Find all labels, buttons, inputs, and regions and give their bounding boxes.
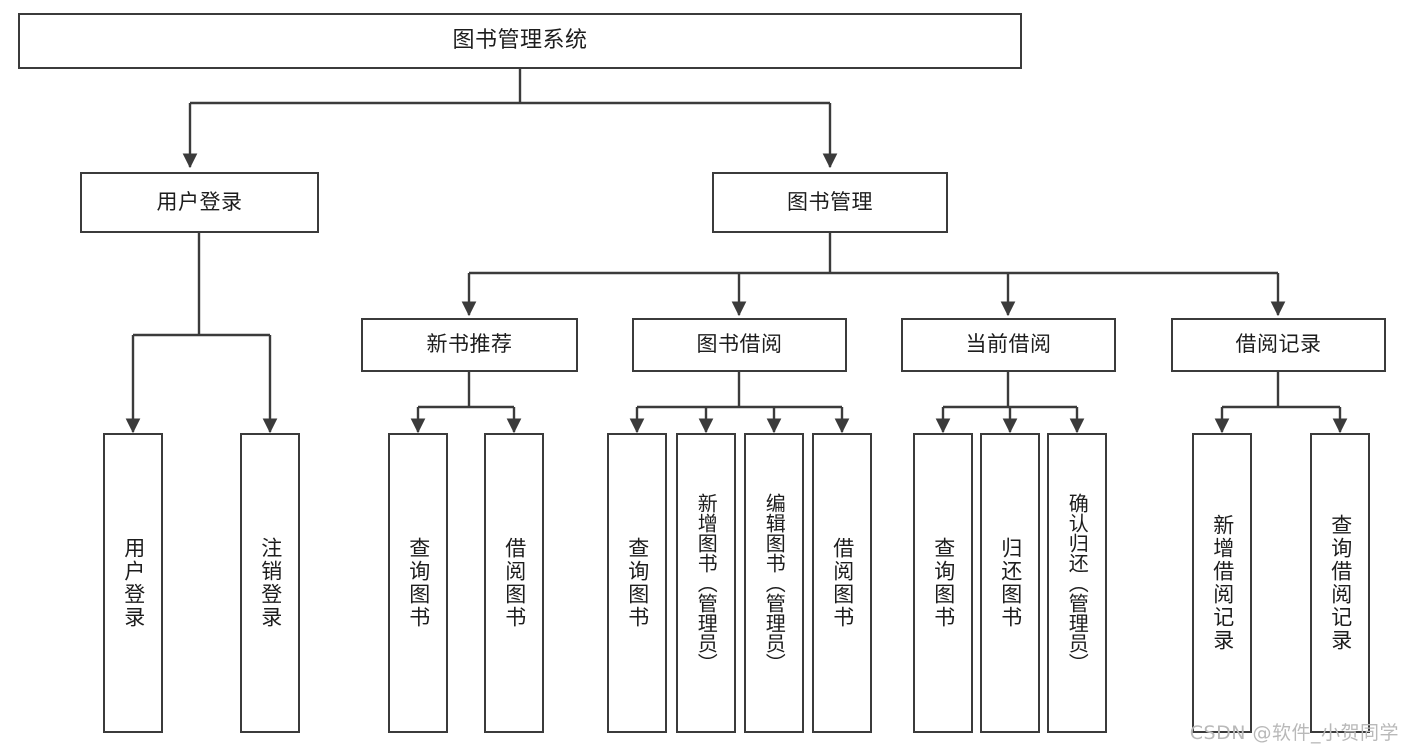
leaf-return-book[interactable]: 归还图书 [980, 433, 1040, 733]
leaf-query-book-current[interactable]: 查询图书 [913, 433, 973, 733]
leaf-user-login[interactable]: 用户登录 [103, 433, 163, 733]
node-current-borrow[interactable]: 当前借阅 [901, 318, 1116, 372]
leaf-query-book-borrow[interactable]: 查询图书 [607, 433, 667, 733]
node-user-login[interactable]: 用户登录 [80, 172, 319, 233]
leaf-borrow-book[interactable]: 借阅图书 [812, 433, 872, 733]
leaf-confirm-return-admin[interactable]: 确认归还（管理员） [1047, 433, 1107, 733]
leaf-add-book-admin[interactable]: 新增图书（管理员） [676, 433, 736, 733]
node-borrow-record[interactable]: 借阅记录 [1171, 318, 1386, 372]
node-root[interactable]: 图书管理系统 [18, 13, 1022, 69]
watermark: CSDN @软件_小贺同学 [1189, 722, 1399, 744]
leaf-add-borrow-record[interactable]: 新增借阅记录 [1192, 433, 1252, 733]
leaf-borrow-book-recommendation[interactable]: 借阅图书 [484, 433, 544, 733]
node-new-book-recommendation[interactable]: 新书推荐 [361, 318, 578, 372]
leaf-query-borrow-record[interactable]: 查询借阅记录 [1310, 433, 1370, 733]
node-book-manage[interactable]: 图书管理 [712, 172, 948, 233]
leaf-logout[interactable]: 注销登录 [240, 433, 300, 733]
leaf-query-book-recommendation[interactable]: 查询图书 [388, 433, 448, 733]
node-book-borrow[interactable]: 图书借阅 [632, 318, 847, 372]
leaf-edit-book-admin[interactable]: 编辑图书（管理员） [744, 433, 804, 733]
